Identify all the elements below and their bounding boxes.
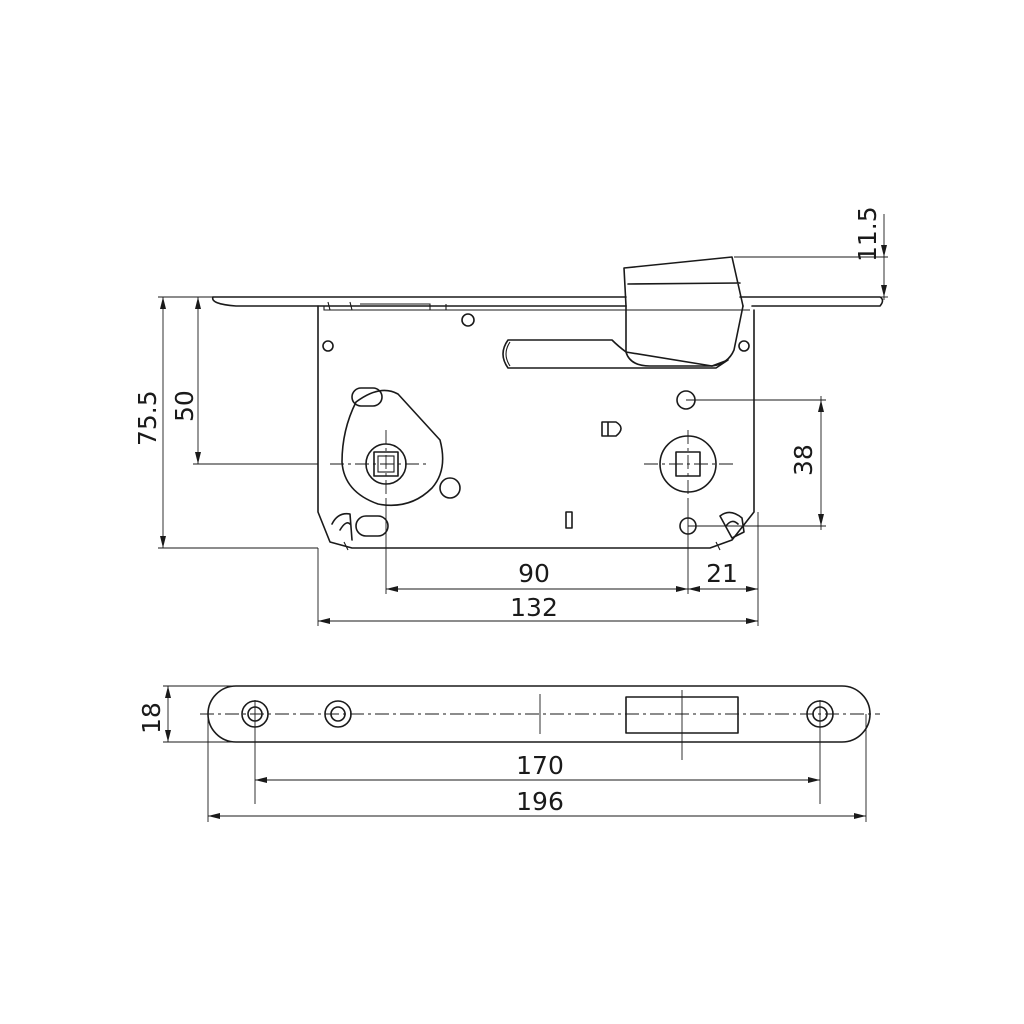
case-small-slot <box>565 511 573 529</box>
dimension-50: 50 <box>170 297 318 465</box>
centerlines-faceplate <box>200 690 880 760</box>
follower-slot <box>351 387 383 407</box>
bottom-right-clip <box>719 511 745 539</box>
dimension-170-label: 170 <box>516 751 564 780</box>
lock-body-side-view <box>211 256 884 551</box>
bolt-slot <box>502 339 729 369</box>
dimension-90-label: 90 <box>518 559 550 588</box>
dimension-18-label: 18 <box>137 702 166 734</box>
dimension-75-5: 75.5 <box>133 296 318 549</box>
case-top-edge <box>323 301 750 311</box>
latch-tongue <box>623 256 744 307</box>
case-hole-top-left <box>322 340 334 352</box>
faceplate-outline <box>207 685 871 743</box>
bottom-edge-notch <box>343 541 721 551</box>
case-hole-right <box>738 340 750 352</box>
bottom-left-slot <box>355 515 389 537</box>
dimension-90: 90 <box>385 500 689 594</box>
centerlines-top <box>330 430 734 500</box>
dimension-18: 18 <box>137 685 236 743</box>
dimension-132: 132 <box>317 548 758 626</box>
dimension-50-label: 50 <box>170 390 199 422</box>
case-hole-top-mid <box>461 313 475 327</box>
bolt-slot-inner <box>505 341 511 367</box>
follower-cam <box>341 389 444 507</box>
dimension-170: 170 <box>254 700 821 804</box>
dimension-196-label: 196 <box>516 787 564 816</box>
dimension-38-label: 38 <box>789 444 818 476</box>
dimension-75-5-label: 75.5 <box>133 390 162 446</box>
lock-case-outline <box>317 305 755 549</box>
dimension-21-label: 21 <box>706 559 738 588</box>
faceplate-strip <box>211 296 884 307</box>
case-hole-mid <box>439 477 461 499</box>
bottom-left-clip <box>331 512 353 541</box>
latch-hook <box>625 305 744 367</box>
dimension-38: 38 <box>686 396 826 530</box>
dimension-11-5: 11.5 <box>734 206 888 300</box>
dimension-132-label: 132 <box>510 593 558 622</box>
dimension-21: 21 <box>688 512 759 626</box>
dimension-11-5-label: 11.5 <box>853 206 882 262</box>
case-pin <box>601 421 622 437</box>
dimension-196: 196 <box>207 714 867 822</box>
